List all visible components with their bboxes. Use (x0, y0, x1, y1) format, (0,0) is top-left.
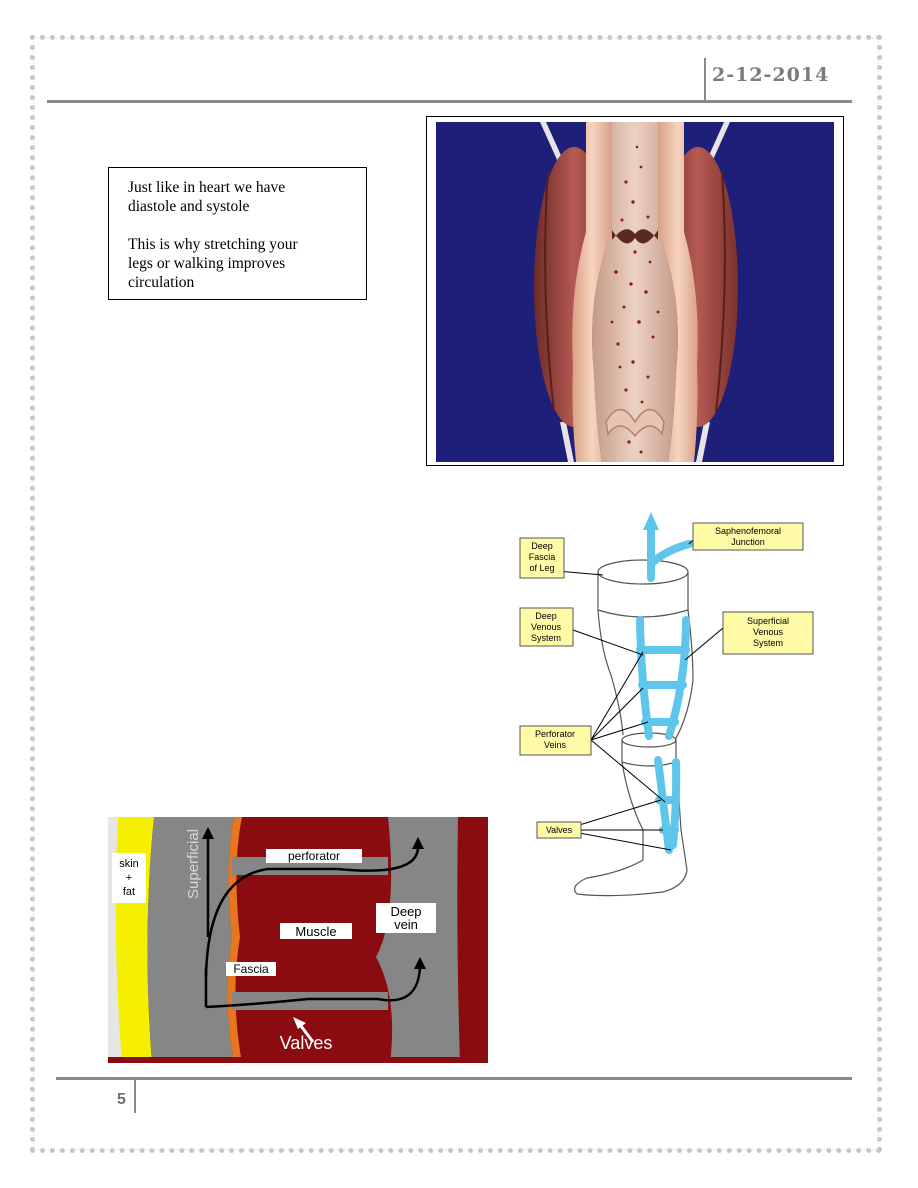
footer-separator (134, 1079, 136, 1113)
label-fascia: Fascia (233, 962, 269, 976)
page-border-inner (33, 38, 879, 1150)
muscle-pump-figure (426, 116, 844, 466)
label-vein: vein (394, 917, 418, 932)
label-saphenofemoral: Saphenofemoral (715, 526, 781, 536)
label-deep: Deep (390, 904, 421, 919)
label-valves-white: Valves (280, 1033, 333, 1053)
page-number: 5 (117, 1091, 126, 1108)
note-paragraph-1: Just like in heart we have diastole and … (128, 178, 356, 216)
header-rule (47, 100, 852, 103)
vein-cross-section-illustration: skin + fat perforator Muscle Deep vein F… (108, 817, 488, 1063)
leg-venous-diagram: Saphenofemoral Junction Deep Fascia of L… (503, 500, 831, 912)
label-junction: Junction (731, 537, 765, 547)
label-perforator-1: Perforator (535, 729, 575, 739)
note-line-3: This is why stretching your (128, 236, 298, 253)
note-text-box: Just like in heart we have diastole and … (108, 167, 367, 300)
label-muscle: Muscle (295, 924, 336, 939)
label-plus: + (126, 872, 132, 884)
label-perforator-2: Veins (544, 740, 567, 750)
label-deep-fascia-2: Fascia (529, 552, 556, 562)
header-date: 2-12-2014 (712, 64, 830, 86)
label-skin: skin (119, 858, 139, 870)
vein-cross-section-diagram: skin + fat perforator Muscle Deep vein F… (108, 817, 488, 1063)
header-separator (704, 58, 706, 101)
page-border (30, 35, 882, 1153)
footer-rule (56, 1077, 852, 1080)
muscle-pump-illustration (436, 122, 834, 462)
note-line-2: diastole and systole (128, 198, 250, 215)
label-deep-venous-1: Deep (535, 611, 557, 621)
label-deep-venous-2: Venous (531, 622, 562, 632)
note-paragraph-2: This is why stretching your legs or walk… (128, 235, 356, 292)
label-superficial-venous-3: System (753, 638, 783, 648)
label-deep-fascia-3: of Leg (529, 563, 554, 573)
label-superficial-venous-2: Venous (753, 627, 784, 637)
note-line-4: legs or walking improves (128, 255, 286, 272)
label-superficial-venous-1: Superficial (747, 616, 789, 626)
note-line-1: Just like in heart we have (128, 179, 286, 196)
label-valves: Valves (546, 825, 573, 835)
leg-venous-illustration: Saphenofemoral Junction Deep Fascia of L… (503, 500, 831, 912)
label-fat: fat (123, 886, 135, 898)
note-line-5: circulation (128, 274, 195, 291)
label-deep-fascia-1: Deep (531, 541, 553, 551)
label-deep-venous-3: System (531, 633, 561, 643)
label-superficial: Superficial (185, 829, 202, 899)
label-perforator: perforator (288, 849, 340, 863)
